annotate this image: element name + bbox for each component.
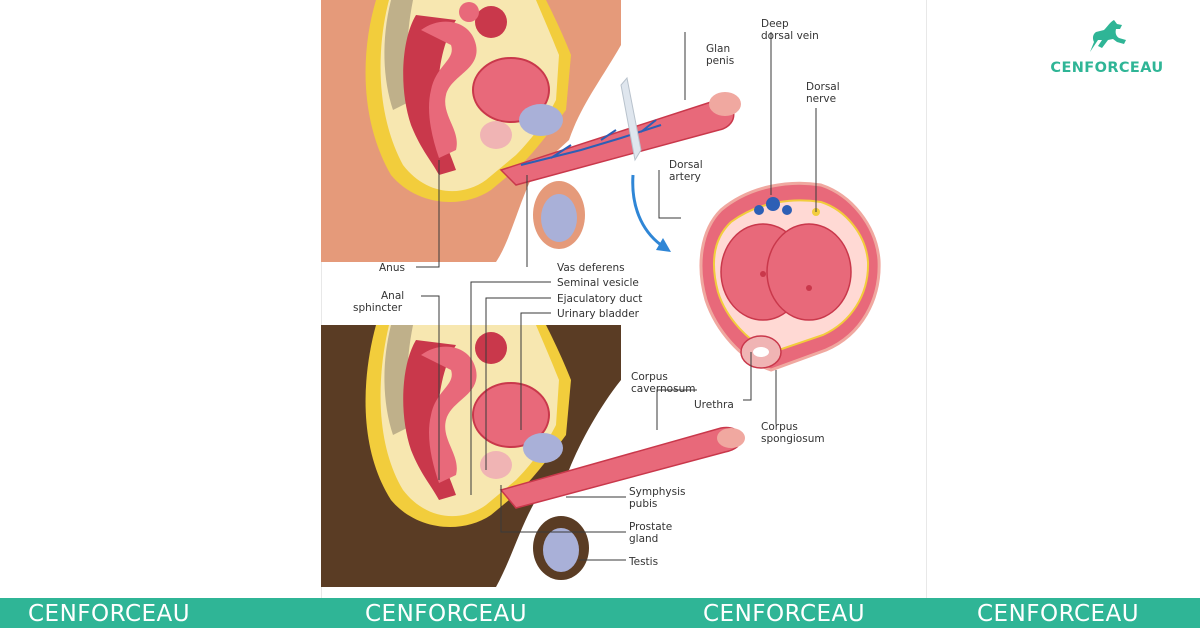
label-ejaculatory-duct: Ejaculatory duct <box>557 293 642 305</box>
dorsal-artery-vessel-right <box>782 205 792 215</box>
label-dorsal-nerve-2: nerve <box>806 93 836 105</box>
blue-arrow <box>631 174 671 252</box>
label-urethra: Urethra <box>694 399 734 411</box>
label-dorsal-artery-1: Dorsal <box>669 159 703 171</box>
label-dorsal-nerve-1: Dorsal <box>806 81 840 93</box>
top-seminal-vesicle <box>519 104 563 136</box>
cross-section <box>699 181 881 372</box>
bottom-intestine-knot <box>475 332 507 364</box>
label-glan-penis-1: Glan <box>706 43 730 55</box>
label-anal-sphincter-2: sphincter <box>353 302 403 314</box>
cavernous-artery-right <box>806 285 812 291</box>
cavernous-artery-left <box>760 271 766 277</box>
top-intestine-knot <box>475 6 507 38</box>
leader-lines <box>416 32 817 561</box>
label-glan-penis-2: penis <box>706 55 734 67</box>
corpus-cavernosum-right <box>766 223 852 321</box>
bottom-prostate <box>480 451 512 479</box>
label-anal-sphincter-1: Anal <box>381 290 404 302</box>
bottom-glans <box>717 428 745 448</box>
footer-banner: CENFORCEAU CENFORCEAU CENFORCEAU CENFORC… <box>0 598 1200 628</box>
label-corpus-spongiosum-2: spongiosum <box>761 433 825 445</box>
top-testis <box>541 194 577 242</box>
label-symphysis-pubis-2: pubis <box>629 498 657 510</box>
label-deep-dorsal-vein-1: Deep <box>761 18 789 30</box>
label-corpus-cavernosum-2: cavernosum <box>631 383 695 395</box>
anatomy-diagram: Deep dorsal vein Glan penis Dorsal nerve… <box>321 0 881 587</box>
label-vas-deferens: Vas deferens <box>557 262 625 274</box>
bottom-colon-loops <box>421 346 477 483</box>
label-symphysis-pubis-1: Symphysis <box>629 486 686 498</box>
dorsal-artery-vessel-left <box>754 205 764 215</box>
footer-brand-3[interactable]: CENFORCEAU <box>703 601 866 627</box>
label-seminal-vesicle: Seminal vesicle <box>557 277 639 289</box>
label-deep-dorsal-vein-2: dorsal vein <box>761 30 819 42</box>
label-anus: Anus <box>379 262 405 274</box>
top-prostate <box>480 121 512 149</box>
top-intestine-loop <box>459 2 479 22</box>
top-colon-loops <box>421 21 477 158</box>
label-prostate-gland-2: gland <box>629 533 658 545</box>
urethra-lumen <box>753 347 769 357</box>
top-glans <box>709 92 741 116</box>
label-corpus-cavernosum-1: Corpus <box>631 371 668 383</box>
labels: Deep dorsal vein Glan penis Dorsal nerve… <box>353 18 840 568</box>
label-testis: Testis <box>628 556 658 568</box>
top-vein-network <box>520 119 662 166</box>
label-dorsal-artery-2: artery <box>669 171 701 183</box>
label-urinary-bladder: Urinary bladder <box>557 308 640 320</box>
top-illustration <box>321 0 741 262</box>
label-prostate-gland-1: Prostate <box>629 521 672 533</box>
deep-dorsal-vein-vessel <box>766 197 780 211</box>
footer-brand-2[interactable]: CENFORCEAU <box>365 601 528 627</box>
bottom-illustration <box>321 325 745 587</box>
horse-icon <box>1090 20 1126 52</box>
top-bladder <box>472 57 550 123</box>
label-corpus-spongiosum-1: Corpus <box>761 421 798 433</box>
footer-brand-4[interactable]: CENFORCEAU <box>977 601 1140 627</box>
bottom-seminal-vesicle <box>523 433 563 463</box>
brand-name: CENFORCEAU <box>1050 60 1164 76</box>
bottom-bladder <box>472 382 550 448</box>
bottom-testis <box>543 528 579 572</box>
footer-brand-1[interactable]: CENFORCEAU <box>28 601 191 627</box>
brand-logo[interactable]: CENFORCEAU <box>1036 18 1178 88</box>
top-cut-plane <box>620 76 642 162</box>
